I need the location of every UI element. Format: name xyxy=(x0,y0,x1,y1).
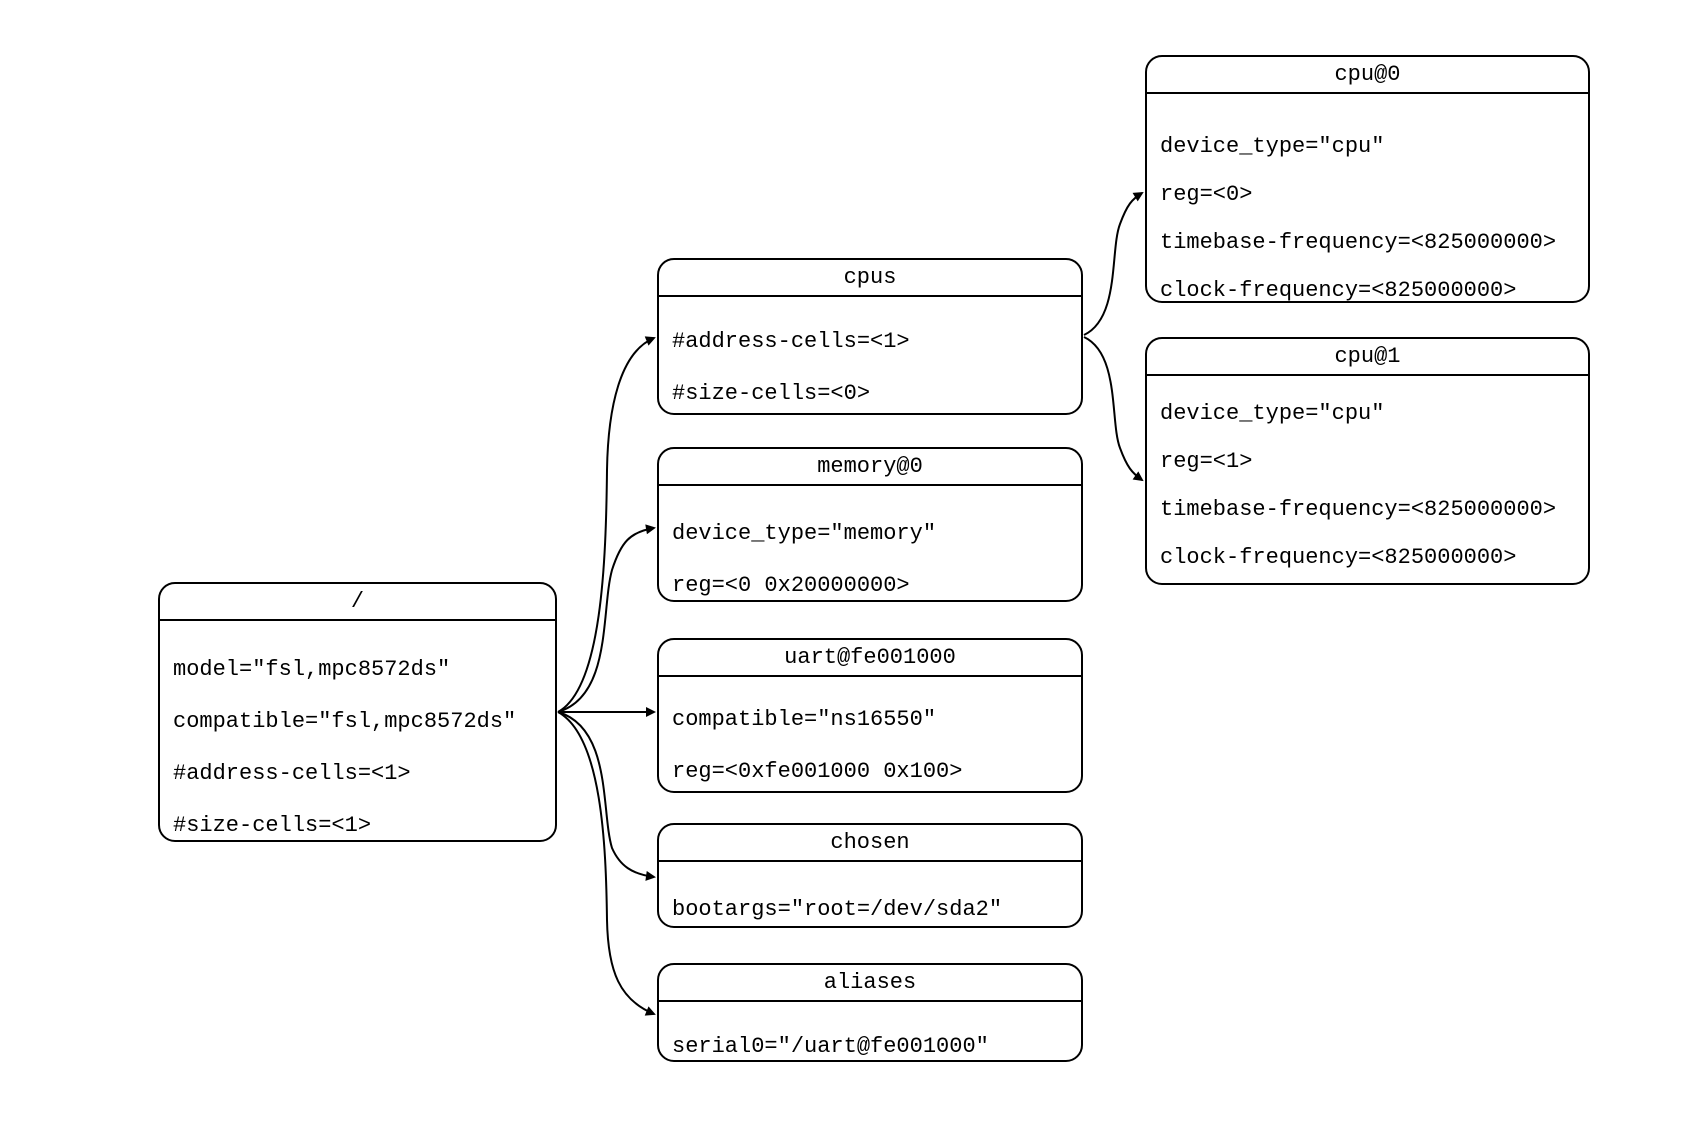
node-aliases-prop-serial0: serial0="/uart@fe001000" xyxy=(672,1034,989,1059)
node-cpu1-prop-timebase: timebase-frequency=<825000000> xyxy=(1160,497,1557,522)
node-cpu1: cpu@1 device_type="cpu" reg=<1> timebase… xyxy=(1145,337,1590,585)
node-cpu0-prop-reg: reg=<0> xyxy=(1160,182,1253,207)
edge-root-to-memory xyxy=(557,524,656,713)
node-memory-prop-device-type: device_type="memory" xyxy=(672,521,937,546)
node-cpu0-prop-clock: clock-frequency=<825000000> xyxy=(1160,278,1517,303)
node-root-prop-size-cells: #size-cells=<1> xyxy=(173,813,372,838)
node-chosen-title: chosen xyxy=(659,825,1081,862)
node-cpu0: cpu@0 device_type="cpu" reg=<0> timebase… xyxy=(1145,55,1590,303)
node-chosen: chosen bootargs="root=/dev/sda2" xyxy=(657,823,1083,928)
node-cpu0-title: cpu@0 xyxy=(1147,57,1588,94)
edge-cpus-to-cpu0 xyxy=(1083,191,1144,336)
node-root-prop-address-cells: #address-cells=<1> xyxy=(173,761,411,786)
edge-cpus-to-cpu1 xyxy=(1083,336,1144,482)
node-cpu0-prop-device-type: device_type="cpu" xyxy=(1160,134,1385,159)
edge-root-to-aliases xyxy=(557,711,656,1016)
node-root: / model="fsl,mpc8572ds" compatible="fsl,… xyxy=(158,582,557,842)
node-root-prop-model: model="fsl,mpc8572ds" xyxy=(173,657,451,682)
node-cpu1-prop-clock: clock-frequency=<825000000> xyxy=(1160,545,1517,570)
node-root-title: / xyxy=(160,584,555,621)
edge-root-to-chosen xyxy=(557,711,656,881)
node-chosen-prop-bootargs: bootargs="root=/dev/sda2" xyxy=(672,897,1003,922)
node-cpus-prop-size-cells: #size-cells=<0> xyxy=(672,381,871,406)
node-uart-prop-reg: reg=<0xfe001000 0x100> xyxy=(672,759,963,784)
node-uart: uart@fe001000 compatible="ns16550" reg=<… xyxy=(657,638,1083,793)
edge-root-to-cpus xyxy=(557,336,656,713)
node-memory-title: memory@0 xyxy=(659,449,1081,486)
node-memory-prop-reg: reg=<0 0x20000000> xyxy=(672,573,910,598)
node-uart-prop-compatible: compatible="ns16550" xyxy=(672,707,937,732)
node-memory: memory@0 device_type="memory" reg=<0 0x2… xyxy=(657,447,1083,602)
node-cpu1-prop-device-type: device_type="cpu" xyxy=(1160,401,1385,426)
node-cpu1-title: cpu@1 xyxy=(1147,339,1588,376)
node-cpus-prop-address-cells: #address-cells=<1> xyxy=(672,329,910,354)
node-root-prop-compatible: compatible="fsl,mpc8572ds" xyxy=(173,709,517,734)
node-cpu0-prop-timebase: timebase-frequency=<825000000> xyxy=(1160,230,1557,255)
node-cpus: cpus #address-cells=<1> #size-cells=<0> xyxy=(657,258,1083,415)
node-uart-title: uart@fe001000 xyxy=(659,640,1081,677)
node-aliases: aliases serial0="/uart@fe001000" xyxy=(657,963,1083,1062)
node-aliases-title: aliases xyxy=(659,965,1081,1002)
node-cpus-title: cpus xyxy=(659,260,1081,297)
node-cpu1-prop-reg: reg=<1> xyxy=(1160,449,1253,474)
